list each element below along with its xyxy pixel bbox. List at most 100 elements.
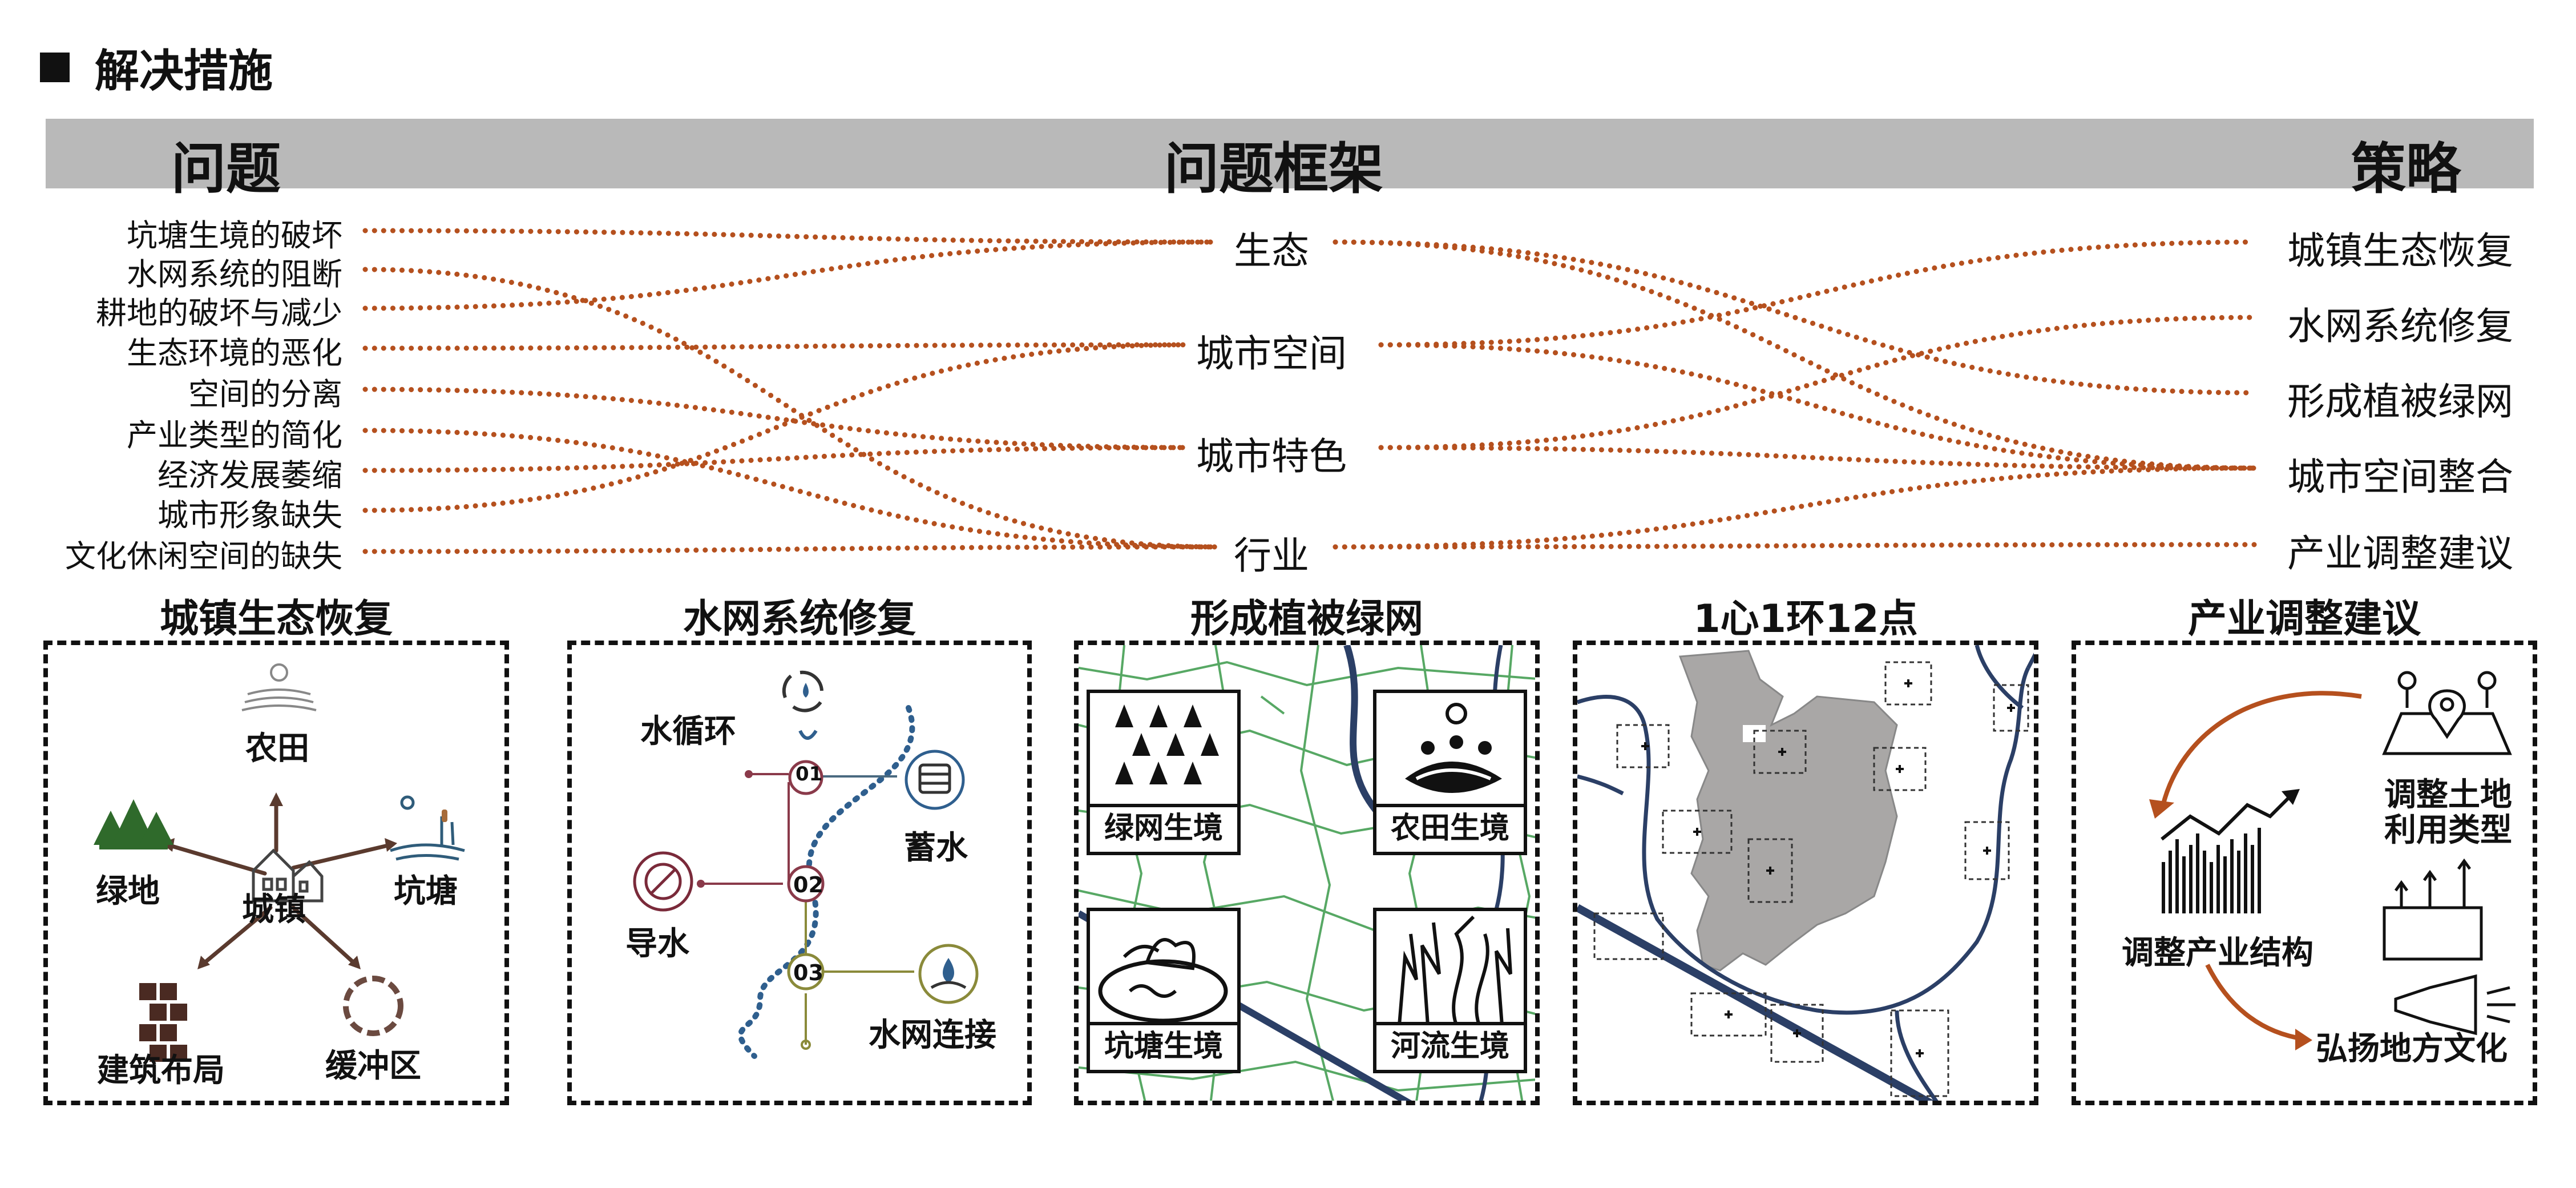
buffer-ring-icon [343,976,403,1036]
link-line [362,445,1190,473]
one-center-ring-map [1577,645,2034,1101]
strategy-item: 城市空间整合 [2287,455,2513,499]
label-buffer: 缓冲区 [325,1048,421,1085]
panel-title-vegetation-network: 形成植被绿网 [1190,597,1423,642]
label-water-guide: 导水 [625,925,689,963]
label-promote-local-culture: 弘扬地方文化 [2316,1030,2508,1068]
panel-vegetation-network: 绿网生境 农田生境 坑塘生境 河流生境 [1074,641,1540,1105]
link-line [362,267,1218,550]
water-cycle-icon [782,670,823,712]
town-house-icon [252,848,324,903]
framework-item: 城市特色 [1196,434,1347,478]
water-connect-icon [918,944,979,1004]
problem-item: 耕地的破坏与减少 [96,295,342,331]
culture-megaphone-icon [2383,858,2516,1036]
problem-framework-links [362,228,2257,554]
link-line [1333,465,2257,550]
link-line [362,544,1218,554]
link-line [1333,239,2257,396]
band-center-label: 问题框架 [1164,137,1383,201]
problem-item: 经济发展萎缩 [158,457,342,493]
pond-reed-icon [390,795,465,861]
forest-icon [1115,704,1219,784]
link-line [362,386,1190,450]
tile-label: 绿网生境 [1090,804,1237,852]
industry-bar-chart-icon [2162,828,2261,913]
band-left-label: 问题 [171,137,281,201]
strategy-item: 城镇生态恢复 [2287,229,2513,273]
framework-item: 生态 [1234,229,1309,273]
strategy-item: 水网系统修复 [2287,304,2513,348]
tile-farmland-habitat: 农田生境 [1373,690,1527,855]
farm-field-icon [241,663,317,711]
farmland-sun-icon [1405,703,1502,793]
label-water-storage: 蓄水 [904,829,968,867]
water-network-diagram [633,670,979,1059]
label-farm: 农田 [245,730,309,767]
label-pond: 坑塘 [394,873,458,910]
link-line [1333,542,2257,550]
pond-icon [1098,938,1228,1023]
problem-item: 坑塘生境的破坏 [127,218,342,253]
problem-item: 城市形象缺失 [158,497,342,533]
link-line [362,239,1218,311]
node-03 [787,953,825,990]
problem-item: 产业类型的简化 [127,417,342,453]
label-building: 建筑布局 [97,1052,225,1089]
link-line [362,228,1218,245]
land-use-map-pin-icon [2382,671,2512,755]
strategy-item: 形成植被绿网 [2287,380,2513,424]
heading-square-icon [40,53,70,82]
problem-item: 生态环境的恶化 [127,335,342,371]
tile-label: 农田生境 [1376,804,1524,852]
panel-title-town-ecology: 城镇生态恢复 [159,597,393,642]
tile-label: 坑塘生境 [1090,1022,1237,1070]
label-adjust-land-use: 调整土地 利用类型 [2384,776,2512,849]
panel-title-industry-adjustment: 产业调整建议 [2187,597,2421,642]
framework-item: 行业 [1234,534,1309,578]
link-line [1378,315,2257,450]
node-02-number: 02 [793,872,823,897]
panel-water-network: 01 02 03 水循环 蓄水 导水 水网连接 [567,641,1032,1105]
label-green: 绿地 [96,873,160,910]
building-layout-icon [139,983,187,1062]
problem-item: 空间的分离 [188,376,342,412]
label-water-connect: 水网连接 [869,1017,996,1054]
heading-text: 解决措施 [95,46,273,97]
tile-river-habitat: 河流生境 [1373,908,1527,1073]
label-town: 城镇 [242,891,306,928]
link-line [362,428,1218,550]
link-line [1378,342,2257,471]
link-line [362,342,1190,351]
water-guide-compass-icon [633,851,693,912]
framework-item: 城市空间 [1196,332,1347,376]
node-03-number: 03 [793,960,823,985]
panel-center-ring-points [1573,641,2038,1105]
town-center-shape [1678,650,1898,972]
tile-label: 河流生境 [1376,1022,1524,1070]
link-line [1378,239,2257,348]
problem-item: 水网系统的阻断 [127,256,342,292]
link-line [362,342,1190,513]
river-forest-icon [1398,915,1512,1026]
band-right-label: 策略 [2351,137,2461,201]
header-band: 问题 问题框架 策略 [46,119,2534,201]
panel-title-water-network: 水网系统修复 [683,597,916,642]
panel-town-ecology: 城镇 农田 绿地 坑塘 建筑布局 缓冲区 [43,641,509,1105]
node-02 [787,865,825,903]
green-tree-icon [94,799,173,849]
label-water-cycle: 水循环 [640,713,736,750]
panel-industry-adjustment: 调整土地 利用类型 调整产业结构 弘扬地方文化 [2072,641,2537,1105]
panel-title-center-ring-points: 1心1环12点 [1693,597,1918,642]
strategy-item: 产业调整建议 [2287,531,2513,575]
tile-pond-habitat: 坑塘生境 [1087,908,1241,1073]
section-heading: 解决措施 [40,35,273,99]
water-storage-icon [905,750,965,810]
industry-adjustment-diagram [2149,671,2516,1050]
tile-green-habitat: 绿网生境 [1087,690,1241,855]
label-adjust-industry-structure: 调整产业结构 [2122,935,2313,972]
node-01 [788,760,823,795]
problem-item: 文化休闲空间的缺失 [65,538,342,574]
link-line [1333,239,2257,471]
node-01-number: 01 [796,763,823,786]
